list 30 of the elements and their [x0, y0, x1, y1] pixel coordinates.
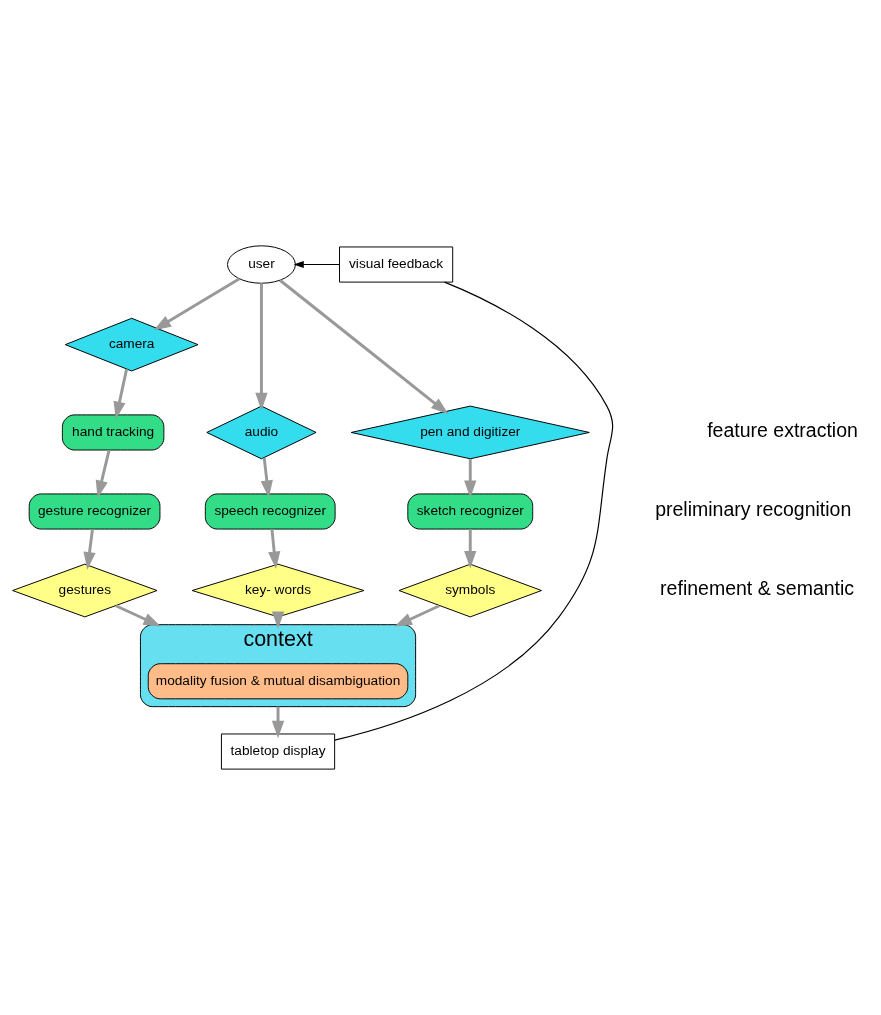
node-box: tabletop display — [220, 733, 336, 770]
node-box: sketch recognizer — [407, 493, 534, 530]
node-diamond: pen and digitizer — [350, 405, 590, 460]
arrow — [113, 368, 129, 420]
label: refinement & semantic — [660, 577, 855, 600]
node-diamond: gestures — [12, 563, 158, 618]
arrow — [95, 449, 111, 499]
arrow — [268, 529, 281, 570]
arrow — [260, 457, 273, 498]
label: preliminary recognition — [655, 498, 852, 521]
arrow — [464, 529, 477, 569]
arrow — [115, 604, 162, 627]
arrow — [293, 260, 341, 269]
node-box: modality fusion & mutual disambiguation — [147, 663, 409, 700]
arrow — [255, 283, 268, 411]
label: feature extraction — [707, 419, 858, 442]
arrow — [153, 277, 241, 331]
arrow — [83, 529, 96, 570]
node-box: gesture recognizer — [28, 493, 161, 530]
node-diamond: audio — [206, 405, 317, 460]
arrow — [271, 611, 285, 630]
node-diamond: symbols — [398, 563, 542, 618]
arrow — [394, 604, 440, 627]
node-box: hand tracking — [61, 414, 165, 451]
node-box: speech recognizer — [204, 493, 336, 530]
arrow — [279, 279, 449, 415]
connector — [334, 281, 614, 741]
node-box: visual feedback — [339, 246, 454, 283]
arrow — [464, 459, 477, 499]
node-ellipse: user — [227, 245, 296, 284]
